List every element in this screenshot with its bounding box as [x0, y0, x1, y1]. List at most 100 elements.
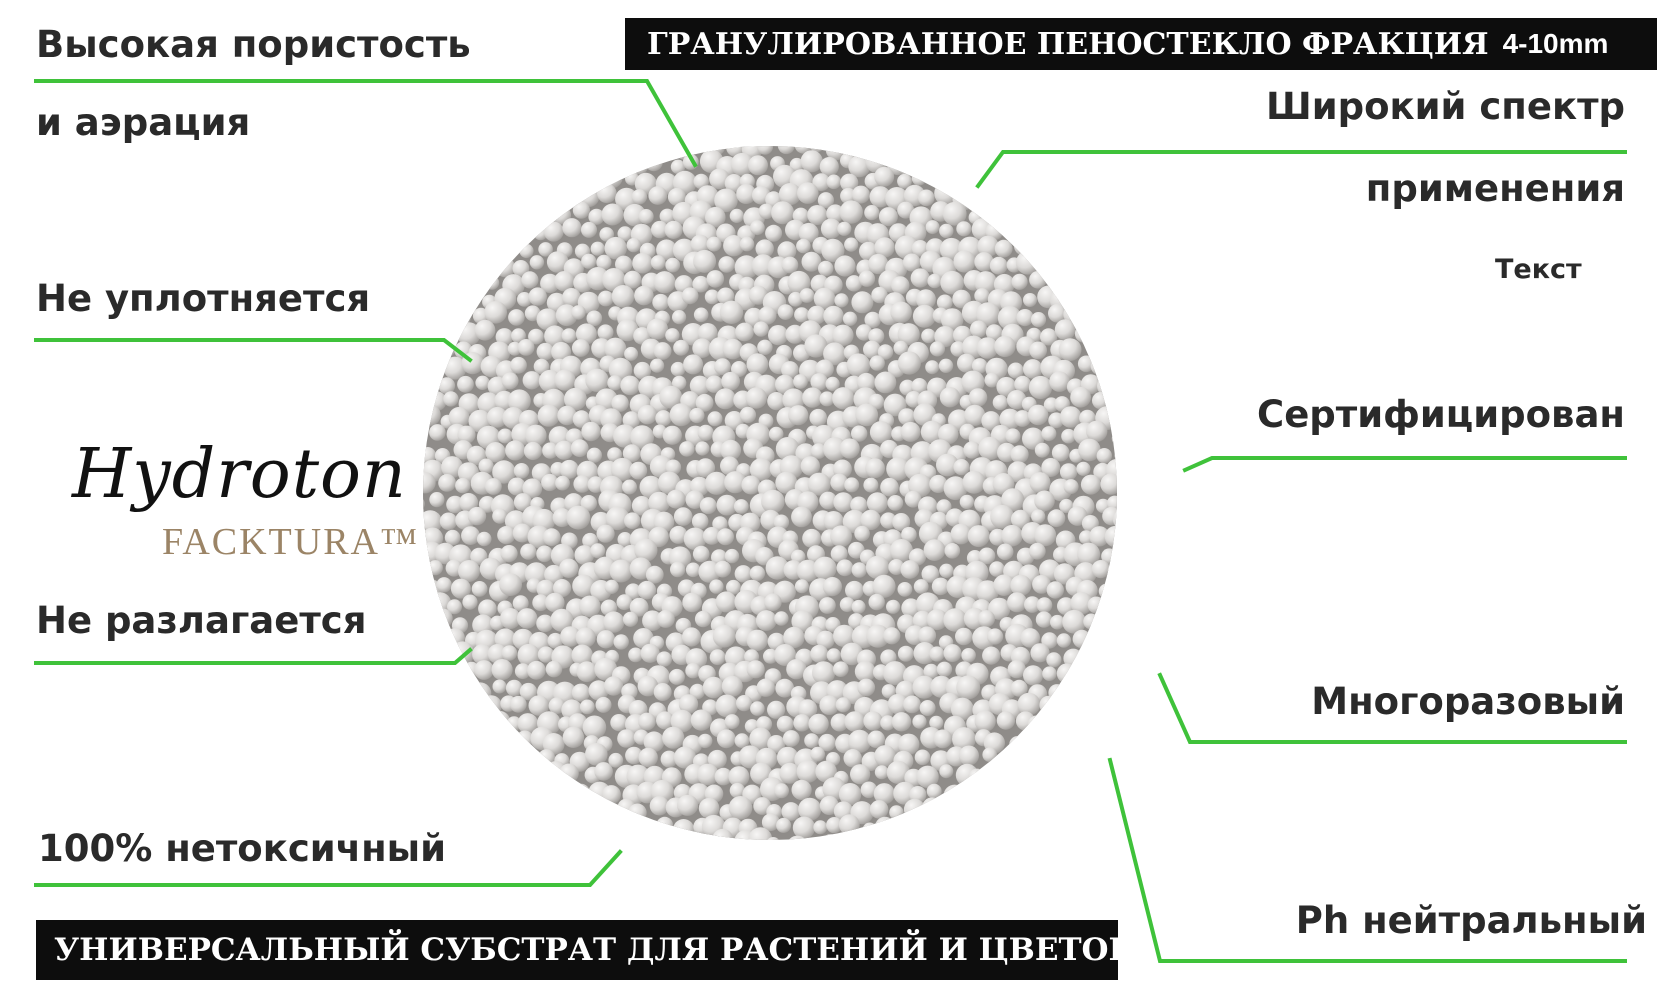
granule-bead [429, 424, 446, 441]
granule-bead [716, 494, 738, 516]
granule-bead [745, 387, 767, 409]
granule-bead [581, 221, 597, 238]
granule-bead [950, 523, 972, 545]
granule-bead [749, 458, 773, 481]
granule-bead [872, 574, 896, 598]
granule-bead [670, 561, 686, 578]
granule-bead [626, 764, 650, 788]
granule-bead [873, 783, 895, 805]
granule-bead [812, 173, 831, 192]
granule-bead [1007, 592, 1027, 613]
granule-bead [575, 627, 596, 648]
granule-bead [707, 749, 727, 769]
granule-bead [925, 360, 940, 375]
granule-bead [746, 629, 768, 651]
granule-bead [819, 695, 840, 715]
granule-bead [734, 565, 752, 583]
granule-bead [572, 574, 595, 598]
granule-bead [519, 243, 534, 259]
granule-bead [781, 256, 799, 274]
leader-line-no-compaction [34, 338, 473, 363]
granule-bead [485, 275, 500, 290]
granule-bead [927, 273, 942, 289]
granule-bead [874, 166, 895, 187]
leader-lines [34, 79, 1627, 963]
granule-bead [653, 271, 676, 294]
granule-bead [1028, 375, 1053, 400]
granule-bead [505, 440, 526, 461]
granule-bead [629, 461, 648, 480]
granule-bead [834, 293, 849, 308]
granule-bead [695, 393, 714, 412]
granule-bead [702, 527, 721, 545]
granule-bead [617, 532, 633, 547]
granule-bead [645, 565, 664, 584]
granule-bead [900, 421, 921, 442]
granule-bead [854, 525, 870, 542]
granule-bead [916, 765, 939, 788]
granule-bead [798, 222, 819, 243]
granule-bead [706, 270, 725, 288]
granule-bead [830, 545, 848, 563]
granule-bead [1015, 711, 1036, 731]
granule-bead [502, 407, 525, 429]
granule-bead [715, 694, 739, 718]
granule-bead [610, 457, 634, 481]
granule-bead [668, 668, 685, 685]
granule-bead [585, 368, 609, 392]
granule-bead [438, 377, 456, 395]
granule-bead [644, 153, 663, 172]
feature-porosity-line1: Высокая пористость [36, 23, 471, 66]
granule-bead [638, 712, 656, 731]
granule-bead [783, 626, 805, 649]
granule-bead [996, 543, 1014, 561]
granule-bead [638, 209, 654, 224]
granule-bead [840, 187, 857, 205]
granule-bead [625, 583, 642, 600]
granule-bead [1096, 448, 1113, 464]
granule-bead [786, 659, 807, 680]
granule-bead [672, 310, 687, 325]
granule-bead [705, 471, 729, 495]
granule-bead [709, 649, 726, 666]
granule-bead [604, 337, 627, 360]
granule-bead [571, 683, 591, 702]
granule-bead [889, 539, 913, 562]
granule-bead [1027, 715, 1046, 734]
granule-bead [830, 473, 849, 492]
granule-bead [541, 473, 559, 492]
granule-bead [746, 660, 765, 679]
granule-bead [704, 289, 720, 305]
granule-bead [624, 512, 641, 529]
granule-bead [815, 760, 837, 783]
granule-bead [640, 643, 660, 663]
granule-bead [574, 545, 595, 565]
granule-bead [495, 328, 514, 346]
granule-bead [794, 307, 810, 323]
granule-bead [868, 328, 885, 345]
granule-bead [489, 710, 511, 732]
granule-bead [656, 816, 674, 834]
granule-bead [748, 285, 768, 305]
feature-no-decomposition: Не разлагается [36, 599, 367, 642]
granule-bead [813, 287, 836, 310]
granule-bead [939, 223, 954, 239]
granule-bead [778, 183, 802, 206]
granule-bead [851, 562, 867, 578]
granule-bead [855, 403, 879, 427]
granule-bead [823, 437, 847, 461]
granule-bead [768, 325, 789, 346]
granule-bead [774, 644, 796, 666]
granule-bead [659, 208, 675, 224]
granule-bead [601, 785, 621, 805]
granule-bead [637, 405, 658, 425]
granule-bead [729, 782, 746, 799]
granule-bead [926, 609, 948, 631]
granule-bead [562, 218, 582, 238]
granule-bead [507, 389, 531, 413]
granule-bead [670, 709, 694, 733]
granule-bead [597, 183, 617, 204]
granule-bead [781, 361, 799, 379]
granule-bead [808, 713, 829, 735]
granule-bead [768, 426, 784, 442]
